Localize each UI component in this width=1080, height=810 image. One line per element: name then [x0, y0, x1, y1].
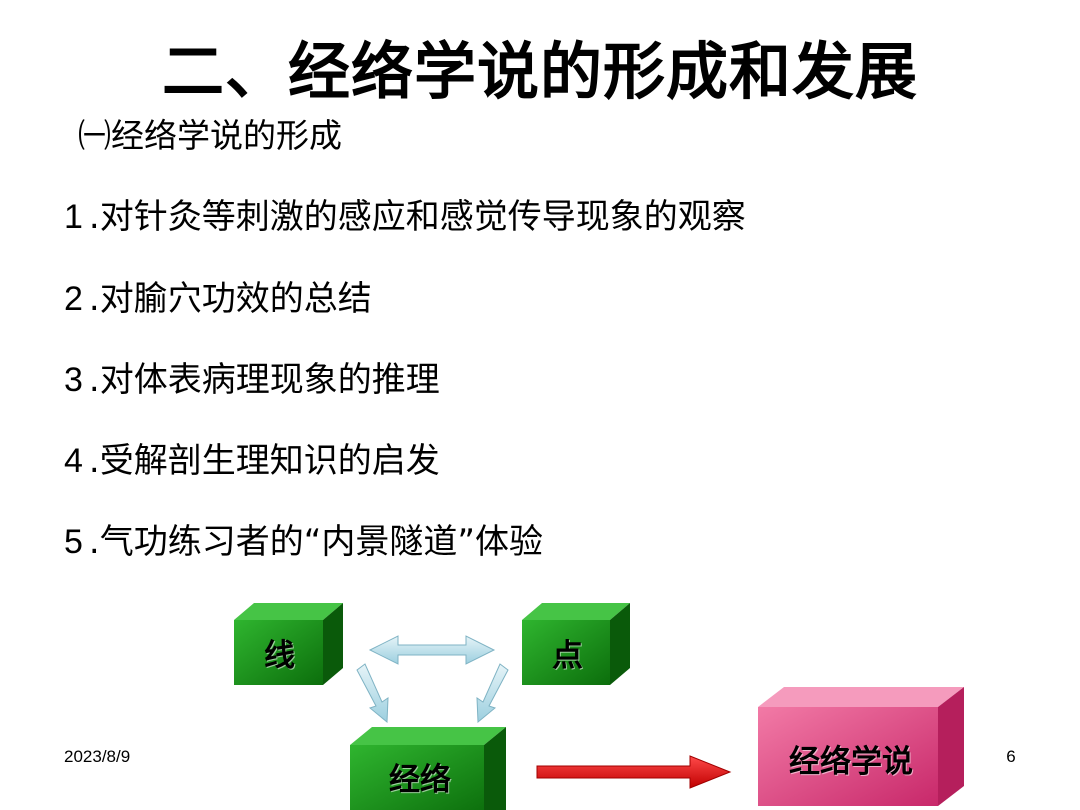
double-arrow-icon [368, 635, 496, 665]
list-item: 3.对体表病理现象的推理 [64, 356, 440, 404]
list-item-text: .对针灸等刺激的感应和感觉传导现象的观察 [88, 197, 746, 237]
page-number: 6 [1006, 747, 1016, 766]
theory-box-label: 经络学说 [789, 744, 913, 780]
list-item-number: 1 [64, 198, 83, 236]
list-item: 4.受解剖生理知识的启发 [64, 437, 440, 485]
list-item-number: 3 [64, 361, 83, 399]
meridian-diagram: 线 点 经络 经络学说 [0, 590, 1080, 810]
line-box [234, 603, 343, 685]
list-item: 5.气功练习者的“内景隧道”体验 [64, 518, 543, 566]
list-item: 1.对针灸等刺激的感应和感觉传导现象的观察 [64, 193, 746, 241]
arrow-down-right-icon [356, 663, 389, 724]
list-item-text: .受解剖生理知识的启发 [88, 441, 440, 481]
meridian-box-label: 经络 [389, 762, 451, 798]
meridian-box [350, 727, 506, 810]
list-item-text: .对体表病理现象的推理 [88, 360, 440, 400]
diagram-graphics [234, 603, 964, 810]
list-item-number: 2 [64, 280, 83, 318]
list-item-number: 5 [64, 523, 83, 561]
arrow-right-icon [536, 755, 732, 789]
list-item-number: 4 [64, 442, 83, 480]
slide-title: 二、经络学说的形成和发展 [161, 35, 918, 108]
line-box-label: 线 [264, 638, 295, 674]
list-item-text: .气功练习者的“内景隧道”体验 [88, 522, 543, 562]
section-heading: ㈠经络学说的形成 [78, 116, 342, 155]
point-box-label: 点 [552, 638, 583, 674]
footer-date: 2023/8/9 [64, 747, 131, 766]
arrow-down-left-icon [476, 663, 509, 724]
list-item: 2.对腧穴功效的总结 [64, 275, 372, 323]
point-box [522, 603, 630, 685]
theory-box [758, 687, 964, 806]
list-item-text: .对腧穴功效的总结 [88, 279, 372, 319]
